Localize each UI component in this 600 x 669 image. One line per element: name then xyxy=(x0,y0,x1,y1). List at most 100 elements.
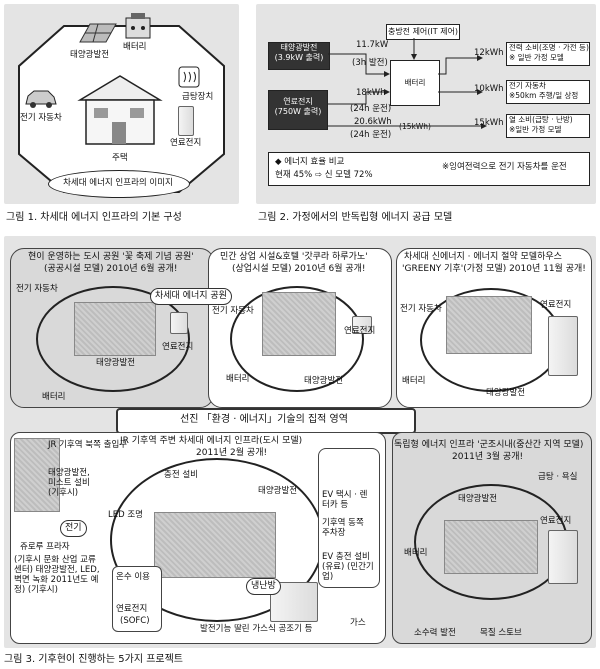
fig3-caption: 그림 3. 기후현이 진행하는 5가지 프로젝트 xyxy=(4,654,183,665)
fig2-eff-title: ◆ 에너지 효율 비교 xyxy=(275,157,345,167)
p5-stove: 목질 스토브 xyxy=(480,628,522,638)
p1-battery: 배터리 xyxy=(42,392,66,402)
p4-juroru-desc: (기후시 문화 산업 교류 센터) 태양광발전, LED, 벽면 녹화 2011… xyxy=(14,555,100,595)
fig1-hot-water-label: 급탕장치 xyxy=(182,92,214,102)
p4-ev-taxi: EV 택시 · 렌터카 등 xyxy=(322,490,368,510)
fig2-flow-solar-sub: (3h 발전) xyxy=(352,58,388,68)
p4-juroru: 쥬로루 프라자 xyxy=(20,542,70,552)
p5-title1: 독립형 에너지 인프라 '군조시내(중산간 지역 모델) xyxy=(394,440,584,450)
p5-fc-icon xyxy=(548,530,578,584)
p4-solar: 태양광발전 xyxy=(258,486,298,496)
fig2-out2-sub: ※50km 주행/일 상정 xyxy=(509,91,579,100)
fig1-caption: 그림 1. 차세대 에너지 인프라의 기본 구성 xyxy=(6,212,182,223)
fig2-control-box: 충방전 제어(IT 제어) xyxy=(386,24,460,40)
p4-gas-unit xyxy=(270,582,318,622)
p5-fc: 연료전지 xyxy=(540,516,572,526)
p4-title2: 2011년 2월 공개! xyxy=(196,448,268,458)
fig2-out3-val: 15kWh xyxy=(474,118,504,128)
fig2-out1-sub: ※ 일반 가정 모델 xyxy=(509,53,564,62)
p4-gas: 가스 xyxy=(350,618,366,628)
fig1-hot-water-icon xyxy=(178,66,200,88)
fig2-out2-label: 전기 자동차 xyxy=(509,81,546,90)
p5-title2: 2011년 3월 공개! xyxy=(452,452,524,462)
park-pill: 차세대 에너지 공원 xyxy=(150,288,232,305)
p4-charge: 충전 설비 xyxy=(164,470,198,480)
p3-title1: 차세대 신에너지 · 에너지 절약 모델하우스 xyxy=(404,252,562,262)
fig2-eff-text: 현재 45% ⇨ 신 모델 72% xyxy=(275,170,373,180)
fig1-solar-icon xyxy=(79,23,117,43)
p4-led: LED 조명 xyxy=(108,510,143,520)
p4-fc-box xyxy=(112,566,162,632)
fig2-solar-label: 태양광발전 xyxy=(280,43,318,52)
fig2-caption: 그림 2. 가정에서의 반독립형 에너지 공급 모델 xyxy=(258,212,453,223)
p1-title2: (공공시설 모델) 2010년 6월 공개! xyxy=(44,264,178,274)
p3-solar: 태양광발전 xyxy=(486,388,526,398)
p2-ring xyxy=(230,286,364,392)
p3-fc-icon xyxy=(548,316,578,376)
p4-sofc: (SOFC) xyxy=(120,616,150,626)
fig1-house-label: 주택 xyxy=(112,153,128,163)
p5-solar: 태양광발전 xyxy=(458,494,498,504)
p3-title2: 'GREENY 기후'(가정 모델) 2010년 11월 공개! xyxy=(402,264,586,274)
p5-hydro: 소수력 발전 xyxy=(414,628,456,638)
fig2-solar-sub: (3.9kW 출력) xyxy=(274,53,324,62)
p1-fc-icon xyxy=(170,312,188,334)
p2-fc: 연료전지 xyxy=(344,326,376,336)
fig2-out2-val: 10kWh xyxy=(474,84,504,94)
fig2-efficiency-box: ◆ 에너지 효율 비교 현재 45% ⇨ 신 모델 72% xyxy=(268,152,590,186)
p5-photo xyxy=(444,520,538,574)
fig2-flow-fc2: 20.6kWh xyxy=(354,117,392,127)
p4-station: 기후역 동쪽 주차장 xyxy=(322,518,364,538)
p5-hotwater: 급탕 · 욕실 xyxy=(538,472,578,482)
fig2-flow-fc2-sub: (24h 운전) xyxy=(350,130,392,140)
fig1-oval xyxy=(48,170,190,198)
fig2-out1-val: 12kWh xyxy=(474,48,504,58)
fig2-out1-label: 전력 소비(조명 · 가전 등) xyxy=(509,43,589,52)
fig1-battery-icon xyxy=(125,13,151,39)
fig2-out3-label: 열 소비(급탕 · 난방) xyxy=(509,115,573,124)
p4-title1: JR 기후역 주변 차세대 에너지 인프라(도시 모델) xyxy=(120,436,303,446)
p3-battery: 배터리 xyxy=(402,376,426,386)
fig2-flow-fc1-sub: (24h 운전) xyxy=(350,104,392,114)
fig1-fuel-cell-label: 연료전지 xyxy=(170,138,202,148)
p2-battery: 배터리 xyxy=(226,374,250,384)
p4-bottom: 발전기능 딸린 가스식 공조기 등 xyxy=(200,624,313,634)
p4-hotwater: 온수 이용 xyxy=(116,572,150,582)
fig2-out3-sub: ※일반 가정 모델 xyxy=(509,125,562,134)
fig2-solar-box: 태양광발전 (3.9kW 출력) xyxy=(268,42,330,70)
p1-title1: 현이 운영하는 도시 공원 '꽃 축제 기념 공원' xyxy=(28,252,194,262)
p4-ev-charge: EV 충전 설비(유료) (민간기업) xyxy=(322,552,374,582)
fig1-oval-text: 차세대 에너지 인프라의 이미지 xyxy=(63,178,173,188)
p2-solar: 태양광발전 xyxy=(304,376,344,386)
fig2-out1-box: 전력 소비(조명 · 가전 등) ※ 일반 가정 모델 xyxy=(506,42,590,66)
p4-fc: 연료전지 xyxy=(116,604,148,614)
p3-fc: 연료전지 xyxy=(540,300,572,310)
p4-mist: 태양광발전, 미스트 설비 (기후시) xyxy=(48,468,90,498)
p1-fc: 연료전지 xyxy=(162,342,194,352)
fig1-solar-label: 태양광발전 xyxy=(70,50,110,60)
fig2-fc-label: 연료전지 xyxy=(283,97,313,106)
p2-photo xyxy=(262,292,336,356)
p3-photo xyxy=(446,296,532,354)
fig2-arrows xyxy=(328,38,487,129)
p2-fc-icon xyxy=(352,316,372,334)
fig1-ev-label: 전기 자동차 xyxy=(20,113,62,123)
fig1-fuel-cell-icon xyxy=(178,106,194,136)
fig2-flow-fc1: 18kWh xyxy=(356,88,386,98)
p2-title1: 민간 상업 시설&호텔 '갓쿠라 하루가노' xyxy=(220,252,368,262)
center-band-text: 선진 「환경 · 에너지」기술의 집적 영역 xyxy=(180,414,348,425)
p2-title2: (상업시설 모델) 2010년 6월 공개! xyxy=(232,264,366,274)
p1-ev: 전기 자동차 xyxy=(16,284,58,294)
p2-ev: 전기 자동차 xyxy=(212,306,254,316)
fig2-flow-solar: 11.7kW xyxy=(356,40,389,50)
p4-ev-box xyxy=(318,448,380,588)
p1-solar: 태양광발전 xyxy=(96,358,136,368)
p1-photo xyxy=(74,302,156,356)
fig1-battery-label: 배터리 xyxy=(123,42,147,52)
fig2-fc-sub: (750W 출력) xyxy=(274,107,322,116)
fig2-fc-box: 연료전지 (750W 출력) xyxy=(268,90,328,130)
fig1-house-icon xyxy=(77,75,163,145)
p4-north: JR 기후역 북쪽 출입구 xyxy=(48,440,128,450)
p1-ring xyxy=(36,286,190,392)
p4-photo-north xyxy=(14,438,60,512)
